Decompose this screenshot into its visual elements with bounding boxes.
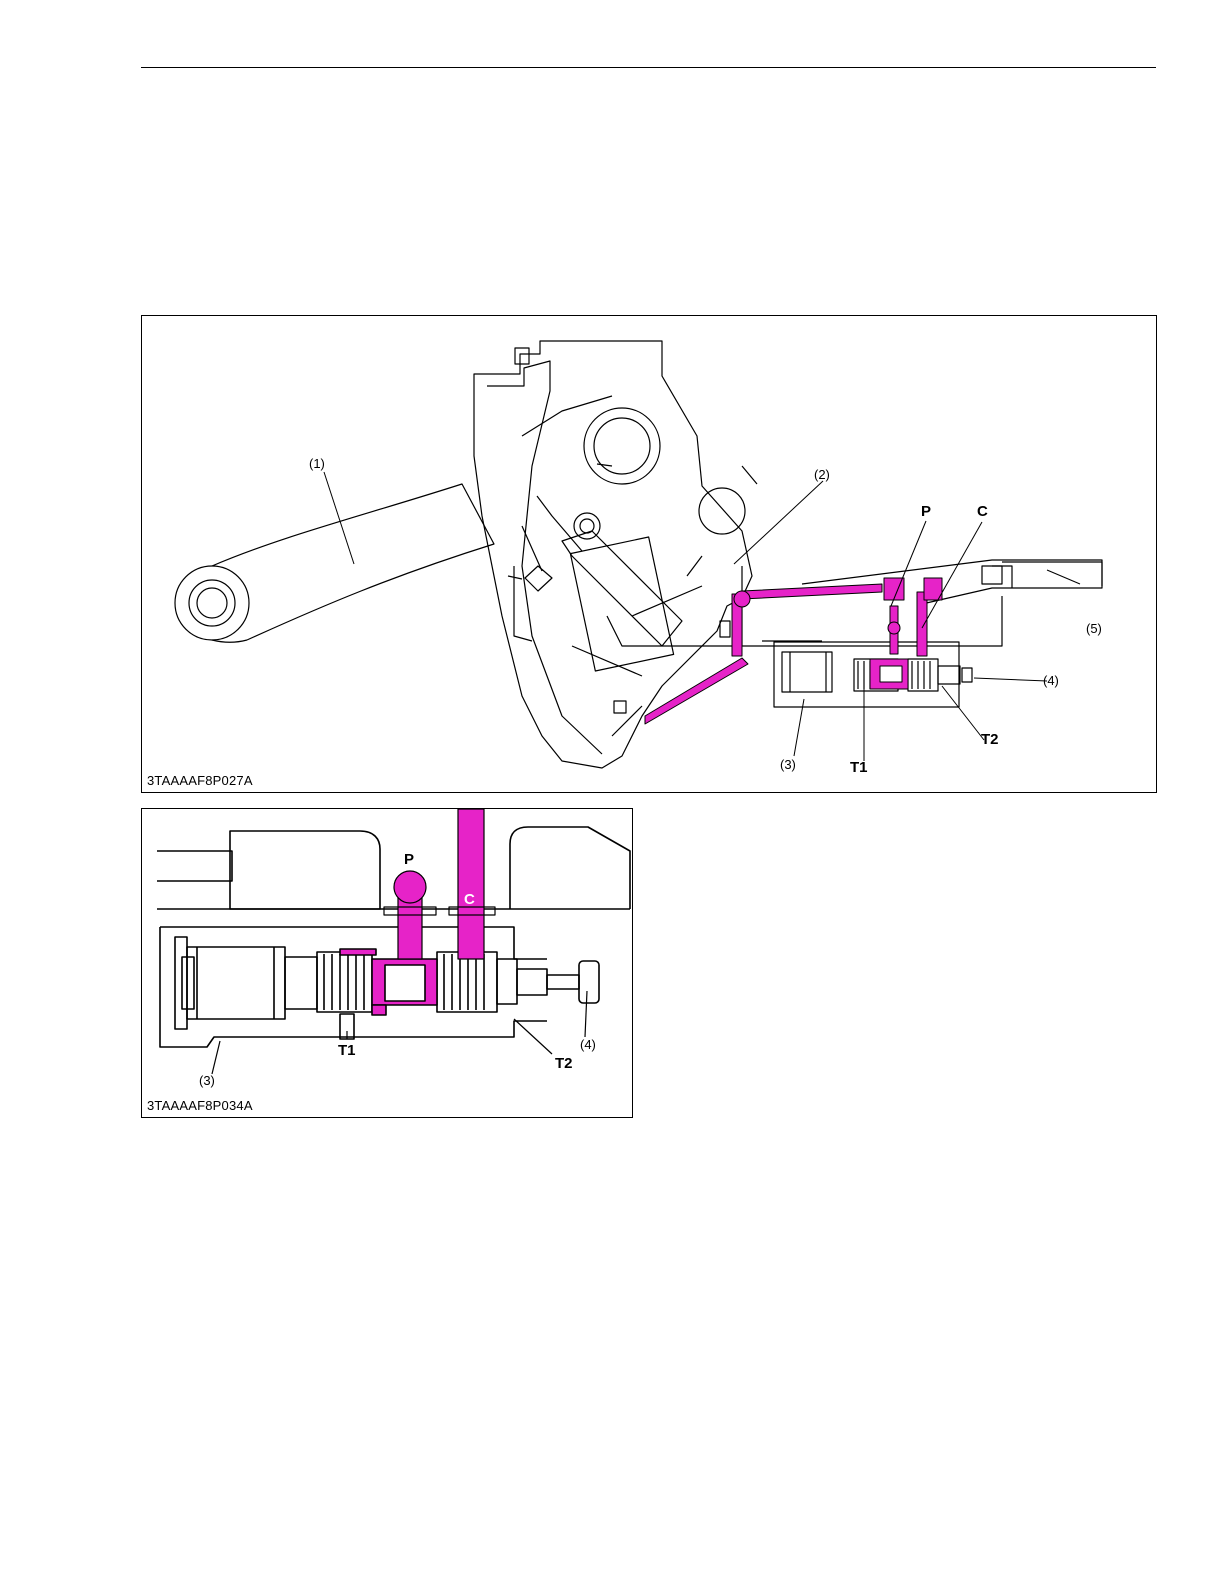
oil-passages (384, 809, 495, 959)
control-rod-housing (802, 560, 1102, 604)
figure-linkage-overview: (1) (2) P C (5) (4) (3) T1 T2 3TAAAAF8P0… (141, 315, 1157, 793)
callout-4: (4) (1043, 673, 1059, 688)
callout-1: (1) (309, 456, 325, 471)
callout-leaders (324, 472, 1080, 761)
callout-4: (4) (580, 1037, 596, 1052)
callout-t2: T2 (555, 1055, 573, 1072)
callout-c: C (464, 891, 475, 908)
callout-p: P (921, 503, 931, 520)
oil-passage-highlight (645, 578, 942, 724)
callout-2: (2) (814, 467, 830, 482)
callout-3: (3) (780, 757, 796, 772)
upper-casing (157, 827, 630, 909)
callout-t1: T1 (338, 1042, 356, 1059)
callout-t2: T2 (981, 731, 999, 748)
hydraulic-housing (474, 341, 1002, 768)
figure-valve-detail: P C (4) T1 T2 (3) 3TAAAAF8P034A (141, 808, 633, 1118)
figure-code: 3TAAAAF8P034A (147, 1098, 253, 1113)
lift-arm (175, 484, 494, 642)
callout-t1: T1 (850, 759, 868, 776)
valve-body (160, 927, 599, 1047)
callout-5: (5) (1086, 621, 1102, 636)
callout-p: P (404, 851, 414, 868)
figure-code: 3TAAAAF8P027A (147, 773, 253, 788)
callout-c: C (977, 503, 988, 520)
linkage-drawing (142, 316, 1156, 792)
header-rule (141, 67, 1156, 68)
callout-3: (3) (199, 1073, 215, 1088)
